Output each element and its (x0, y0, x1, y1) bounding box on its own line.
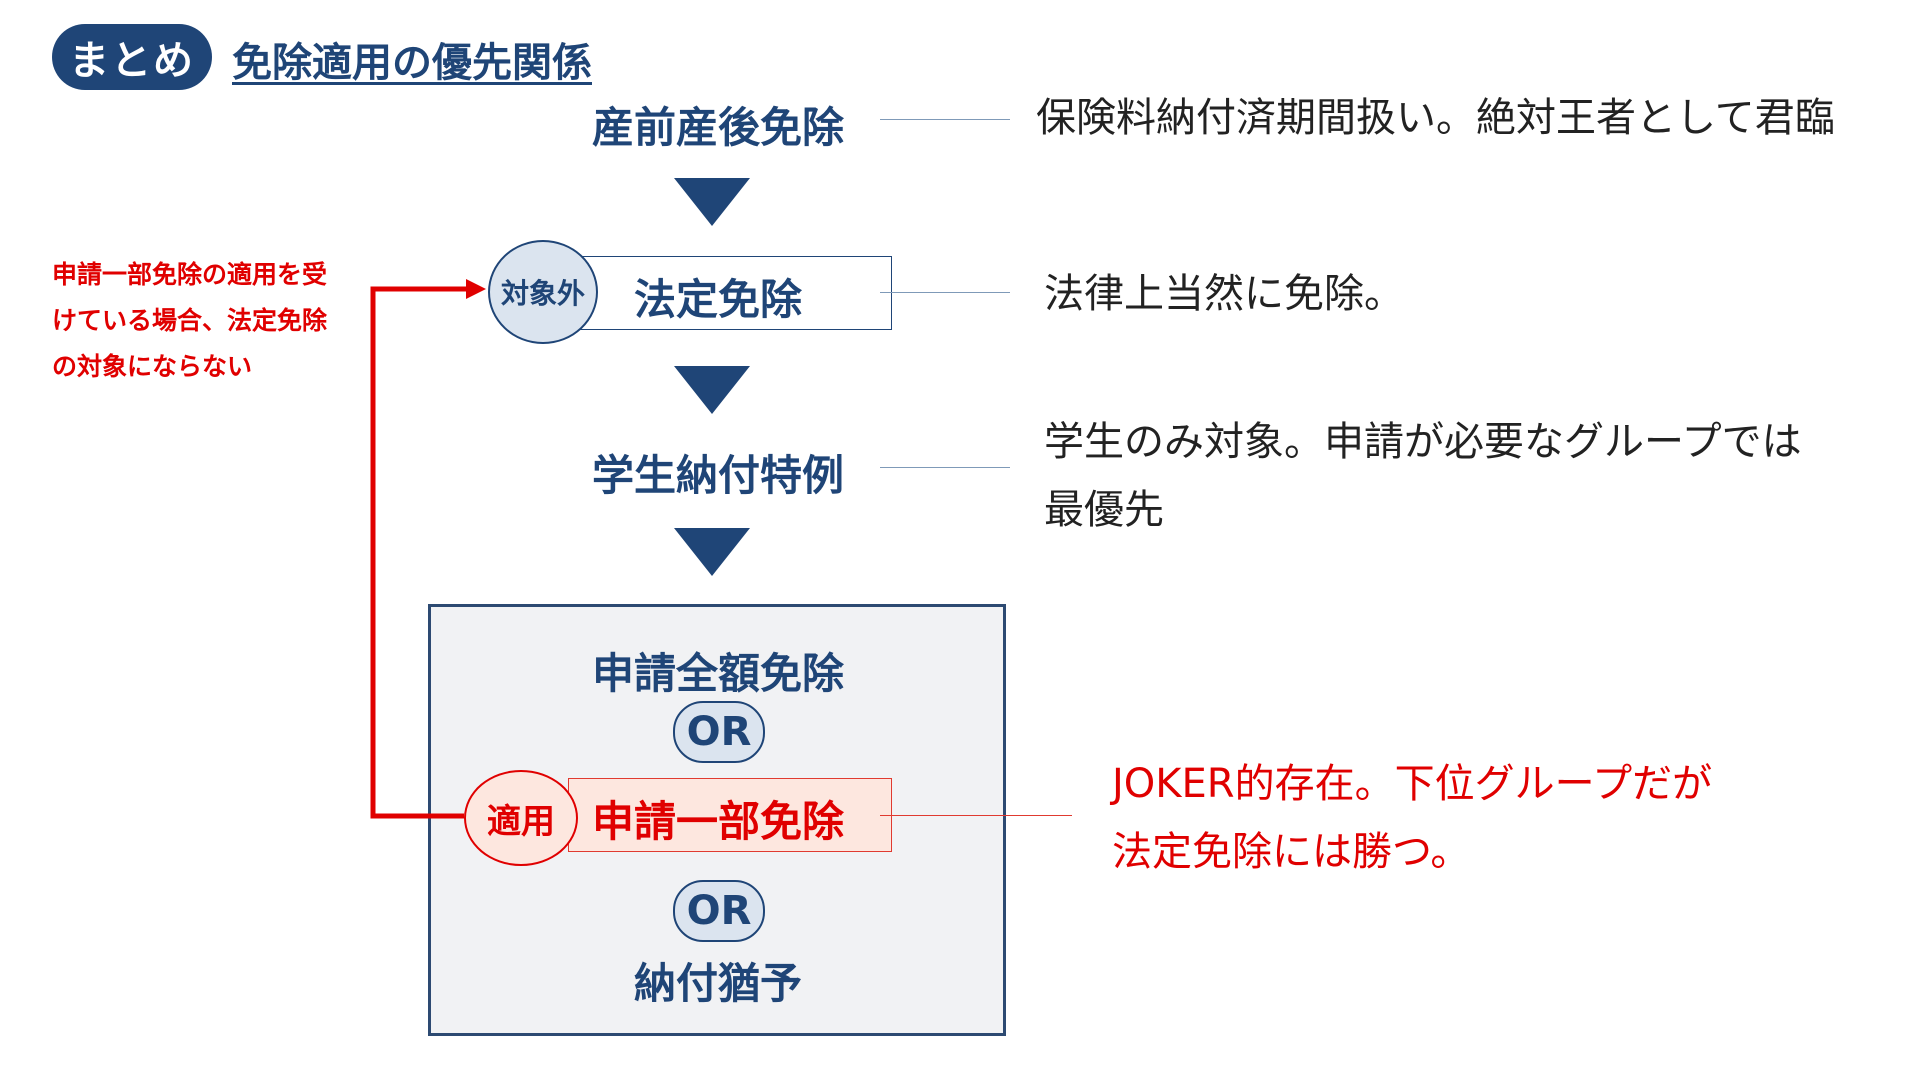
applied-badge: 適用 (464, 770, 578, 866)
partial-exemption-label: 申請一部免除 (591, 797, 844, 846)
down-triangle-icon (674, 528, 750, 576)
maternity-exemption-label: 産前産後免除 (591, 103, 844, 152)
partial-connector-line (880, 815, 1072, 816)
legal-exemption-label: 法定免除 (633, 275, 802, 324)
note-line-1: 申請一部免除の適用を受 (52, 260, 328, 289)
legal-connector-line (880, 292, 1010, 293)
partial-exemption-box (568, 778, 892, 852)
deferral-label: 納付猶予 (633, 959, 802, 1008)
or-badge-1: OR (673, 701, 765, 763)
page-title: 免除適用の優先関係 (232, 40, 592, 86)
partial-description-line-2: 法定免除には勝つ。 (1112, 829, 1471, 875)
excluded-badge: 対象外 (488, 240, 598, 344)
down-triangle-icon (674, 366, 750, 414)
student-description-line-1: 学生のみ対象。申請が必要なグループでは (1044, 419, 1802, 465)
summary-badge: まとめ (52, 24, 212, 90)
partial-description-line-1: JOKER的存在。下位グループだが (1112, 761, 1713, 807)
legal-exemption-box (568, 256, 892, 330)
down-triangle-icon (674, 178, 750, 226)
or-badge-2: OR (673, 880, 765, 942)
legal-description: 法律上当然に免除。 (1044, 271, 1404, 317)
note-line-3: の対象にならない (52, 352, 253, 381)
note-line-2: けている場合、法定免除 (52, 306, 328, 335)
full-exemption-label: 申請全額免除 (591, 649, 844, 698)
student-connector-line (880, 467, 1010, 468)
student-description-line-2: 最優先 (1044, 487, 1164, 533)
exclusion-note: 申請一部免除の適用を受 けている場合、法定免除 の対象にならない (52, 252, 352, 390)
student-special-label: 学生納付特例 (591, 451, 844, 500)
maternity-description: 保険料納付済期間扱い。絶対王者として君臨 (1036, 95, 1835, 141)
maternity-connector-line (880, 119, 1010, 120)
